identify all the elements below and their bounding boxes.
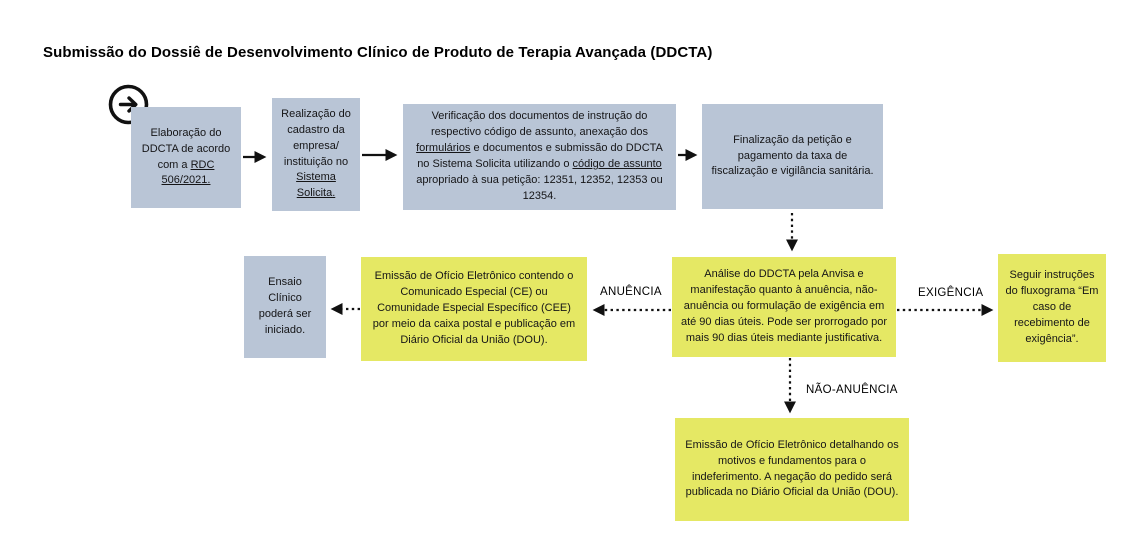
node-text: Elaboração do DDCTA de acordo com a RDC …: [138, 126, 234, 190]
node-text: Emissão de Ofício Eletrônico detalhando …: [685, 438, 899, 499]
node-text: Verificação dos documentos de instrução …: [410, 109, 669, 205]
node-verificacao-documentos: Verificação dos documentos de instrução …: [403, 104, 676, 210]
text-segment: Elaboração do DDCTA de acordo com a: [141, 126, 231, 171]
node-text: Finalização da petição e pagamento da ta…: [711, 133, 874, 178]
node-analise-anvisa: Análise do DDCTA pela Anvisa e manifesta…: [672, 257, 896, 357]
node-text: Realização do cadastro da empresa/ insti…: [279, 107, 353, 203]
link-text[interactable]: RDC 506/2021.: [161, 158, 215, 187]
text-segment: Realização do cadastro da empresa/ insti…: [281, 107, 351, 168]
node-text: Seguir instruções do fluxograma “Em caso…: [1005, 269, 1099, 345]
link-text[interactable]: Sistema Solicita.: [296, 171, 336, 200]
node-text: Análise do DDCTA pela Anvisa e manifesta…: [680, 268, 888, 344]
text-segment: Verificação dos documentos de instrução …: [430, 110, 649, 139]
node-ensaio-clinico: Ensaio Clínico poderá ser iniciado.: [244, 256, 326, 358]
node-elaboracao-ddcta: Elaboração do DDCTA de acordo com a RDC …: [131, 107, 241, 208]
edge-label-exigencia: EXIGÊNCIA: [918, 287, 984, 299]
edge-label-anuencia: ANUÊNCIA: [600, 286, 662, 298]
node-cadastro-empresa: Realização do cadastro da empresa/ insti…: [272, 98, 360, 211]
page-title: Submissão do Dossiê de Desenvolvimento C…: [43, 44, 713, 61]
node-text: Emissão de Ofício Eletrônico contendo o …: [372, 270, 576, 346]
node-text: Ensaio Clínico poderá ser iniciado.: [258, 276, 312, 336]
node-emissao-oficio-ce-cee: Emissão de Ofício Eletrônico contendo o …: [361, 257, 587, 361]
node-finalizacao-peticao: Finalização da petição e pagamento da ta…: [702, 104, 883, 209]
link-text[interactable]: formulários: [416, 142, 471, 155]
text-segment: e documentos e submissão do DDCTA no Sis…: [417, 142, 663, 170]
text-segment: apropriado à sua petição: 12351, 12352, …: [416, 173, 663, 202]
link-text[interactable]: código de assunto: [572, 158, 662, 170]
node-seguir-fluxograma-exigencia: Seguir instruções do fluxograma “Em caso…: [998, 254, 1106, 362]
node-emissao-oficio-indeferimento: Emissão de Ofício Eletrônico detalhando …: [675, 418, 909, 521]
edge-label-nao-anuencia: NÃO-ANUÊNCIA: [806, 384, 898, 396]
